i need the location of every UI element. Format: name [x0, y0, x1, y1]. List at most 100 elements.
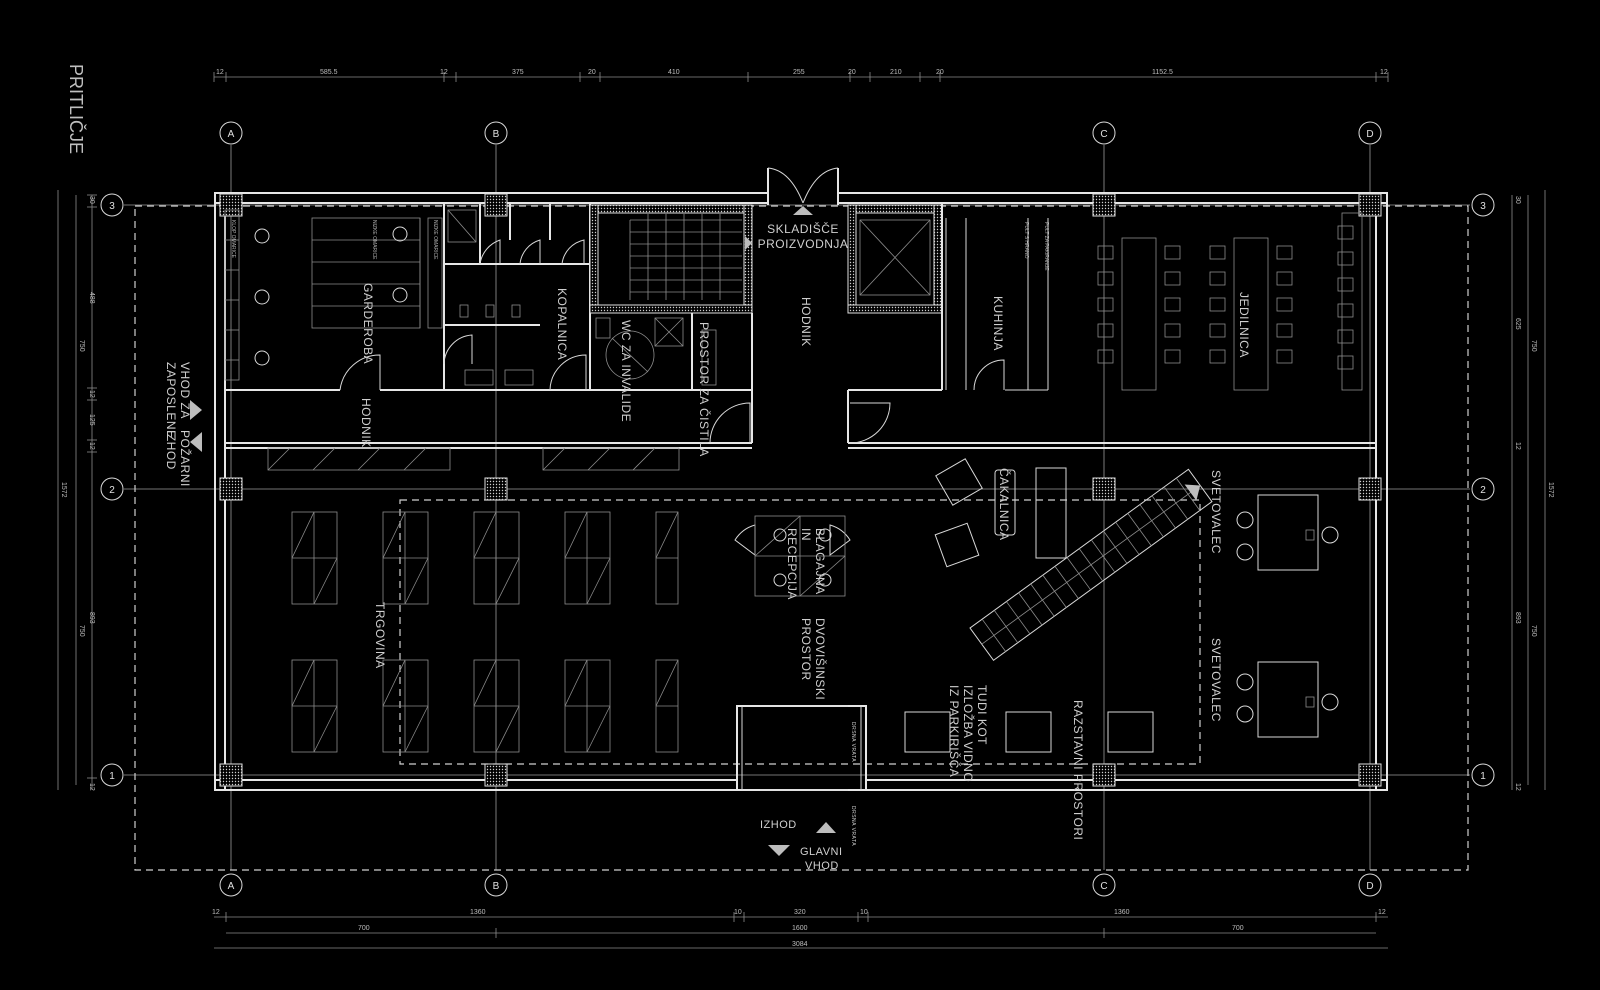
structural-columns [219, 193, 1382, 787]
dim-bottom1-6: 12 [1378, 909, 1386, 916]
label-garderoba: GARDEROBA [361, 283, 375, 364]
dim-top-8: 210 [890, 69, 902, 76]
door-swings [339, 239, 1005, 556]
lift [859, 219, 931, 296]
axis-label-2-right: 2 [1480, 485, 1486, 496]
axis-label-2-left: 2 [109, 485, 115, 496]
dim-top-10: 1152.5 [1152, 69, 1173, 76]
label-skladisce-2: PROIZVODNJA [758, 237, 849, 251]
dim-bottom2-2: 700 [1232, 925, 1244, 932]
dim-left-inner-4: 12 [88, 442, 95, 450]
axis-label-3-right: 3 [1480, 201, 1486, 212]
dim-top-5: 410 [668, 69, 680, 76]
garderoba-stools [254, 226, 408, 366]
axis-label-a-bottom: A [228, 881, 235, 892]
waiting-furniture [934, 458, 1067, 568]
locker-label-3: NIZKE OMARICE [432, 220, 438, 260]
dim-top-11: 12 [1380, 69, 1388, 76]
room-labels: GARDEROBA HODNIK KOPALNICA WC ZA INVALID… [359, 221, 1251, 846]
label-trgovina: TRGOVINA [373, 602, 387, 669]
label-skladisce-1: SKLADIŠČE [767, 221, 839, 236]
main-entrance-vestibule [736, 705, 867, 856]
fire-exit-arrow-icon [190, 432, 202, 452]
label-glavni-vhod-1: GLAVNI [800, 846, 843, 858]
label-drsna-vrata-1: DRSNA VRATA [850, 722, 856, 762]
dim-bottom2-0: 700 [358, 925, 370, 932]
dim-top-6: 255 [793, 69, 805, 76]
dim-bottom1-3: 320 [794, 909, 806, 916]
dim-right-inner-2: 12 [1514, 442, 1521, 450]
interior-walls [225, 203, 1049, 443]
label-pozarni-izhod-line-0: POŽARNI [178, 430, 193, 487]
label-wc-invalide: WC ZA INVALIDE [619, 320, 633, 422]
axis-label-b-top: B [493, 129, 500, 140]
dim-right-inner-0: 30 [1514, 196, 1521, 204]
label-vhod-zaposlene-line-0: VHOD ZA [178, 362, 192, 419]
dim-top-7: 20 [848, 69, 856, 76]
dim-right-mid-1: 750 [1530, 625, 1537, 637]
dim-top-1: 585.5 [320, 69, 338, 76]
label-dvovisinski-line-0: DVOVIŠINSKI [813, 618, 828, 700]
label-pozarni-izhod-line-1: IZHOD [164, 430, 178, 470]
counter-label-1: PULT ZA PAKIRANJE [1043, 222, 1049, 271]
label-cakalnica: ČAKALNICA [997, 468, 1012, 541]
label-prostor-cistila: PROSTOR ZA ČISTILA [697, 322, 712, 457]
dining-furniture [1097, 212, 1363, 391]
entry-arrow-icon [768, 845, 790, 856]
label-jedilnica: JEDILNICA [1237, 292, 1251, 358]
dim-right-outer: 1572 [1547, 482, 1554, 498]
label-dvovisinski-line-1: PROSTOR [799, 618, 813, 681]
dim-bottom1-2: 10 [734, 909, 742, 916]
dim-right-mid-0: 750 [1530, 340, 1537, 352]
bathroom-fixtures [447, 209, 717, 386]
axis-label-d-top: D [1366, 129, 1373, 140]
label-hodnik-center: HODNIK [799, 297, 813, 347]
multiline-labels: VHOD ZAZAPOSLENEPOŽARNIIZHODBLAGAJNAINRE… [164, 362, 989, 782]
locker-label-2: NIZKE OMARICE [371, 220, 377, 260]
display-boxes [904, 711, 1154, 753]
plan-title: PRITLIČJE [66, 64, 87, 154]
dim-right-inner-4: 12 [1514, 783, 1521, 791]
dim-top-2: 12 [440, 69, 448, 76]
axis-label-1-right: 1 [1480, 771, 1486, 782]
roof-outline [134, 205, 1469, 871]
axis-label-b-bottom: B [493, 881, 500, 892]
dimension-top: 12 585.5 12 375 20 410 255 20 210 20 115… [213, 69, 1389, 82]
dim-bottom1-4: 10 [860, 909, 868, 916]
dim-top-3: 375 [512, 69, 524, 76]
stair-core [629, 214, 752, 300]
dim-right-inner-1: 625 [1514, 318, 1521, 330]
axis-label-3-left: 3 [109, 201, 115, 212]
dim-top-9: 20 [936, 69, 944, 76]
diagonal-stair [969, 468, 1213, 662]
dimension-right: 1572 750 750 30 625 12 893 12 [1511, 190, 1554, 791]
dim-left-inner-1: 488 [88, 292, 95, 304]
label-tudi-kot-line-0: TUDI KOT [975, 685, 989, 745]
label-vhod-zaposlene-line-1: ZAPOSLENE [164, 362, 178, 439]
axis-label-d-bottom: D [1366, 881, 1373, 892]
label-blagajna-line-0: BLAGAJNA [813, 528, 827, 595]
label-drsna-vrata-2: DRSNA VRATA [850, 806, 856, 846]
dim-left-inner-5: 893 [88, 612, 95, 624]
dim-top-4: 20 [588, 69, 596, 76]
label-kuhinja: KUHINJA [991, 296, 1005, 351]
label-izhod: IZHOD [760, 819, 797, 831]
consultant-desks [1236, 494, 1339, 738]
axis-bubbles: A B C D A B C D 3 2 1 3 2 1 [100, 121, 1495, 897]
shop-shelves [291, 511, 679, 753]
dim-left-mid-0: 750 [78, 340, 85, 352]
axis-label-a-top: A [228, 129, 235, 140]
dim-left-inner-3: 125 [88, 414, 95, 426]
counter-label-2: PULT S HRANO [1023, 222, 1029, 259]
reception-desks [754, 515, 846, 597]
dim-bottom1-1: 1360 [470, 909, 486, 916]
top-door [767, 167, 839, 215]
dim-left-inner-2: 12 [88, 390, 95, 398]
double-height-outline [399, 499, 1201, 765]
exit-arrow-icon [816, 822, 836, 833]
axis-label-c-top: C [1100, 129, 1107, 140]
dim-top-0: 12 [216, 69, 224, 76]
label-blagajna-line-1: IN [799, 528, 813, 541]
dim-left-mid-1: 750 [78, 625, 85, 637]
